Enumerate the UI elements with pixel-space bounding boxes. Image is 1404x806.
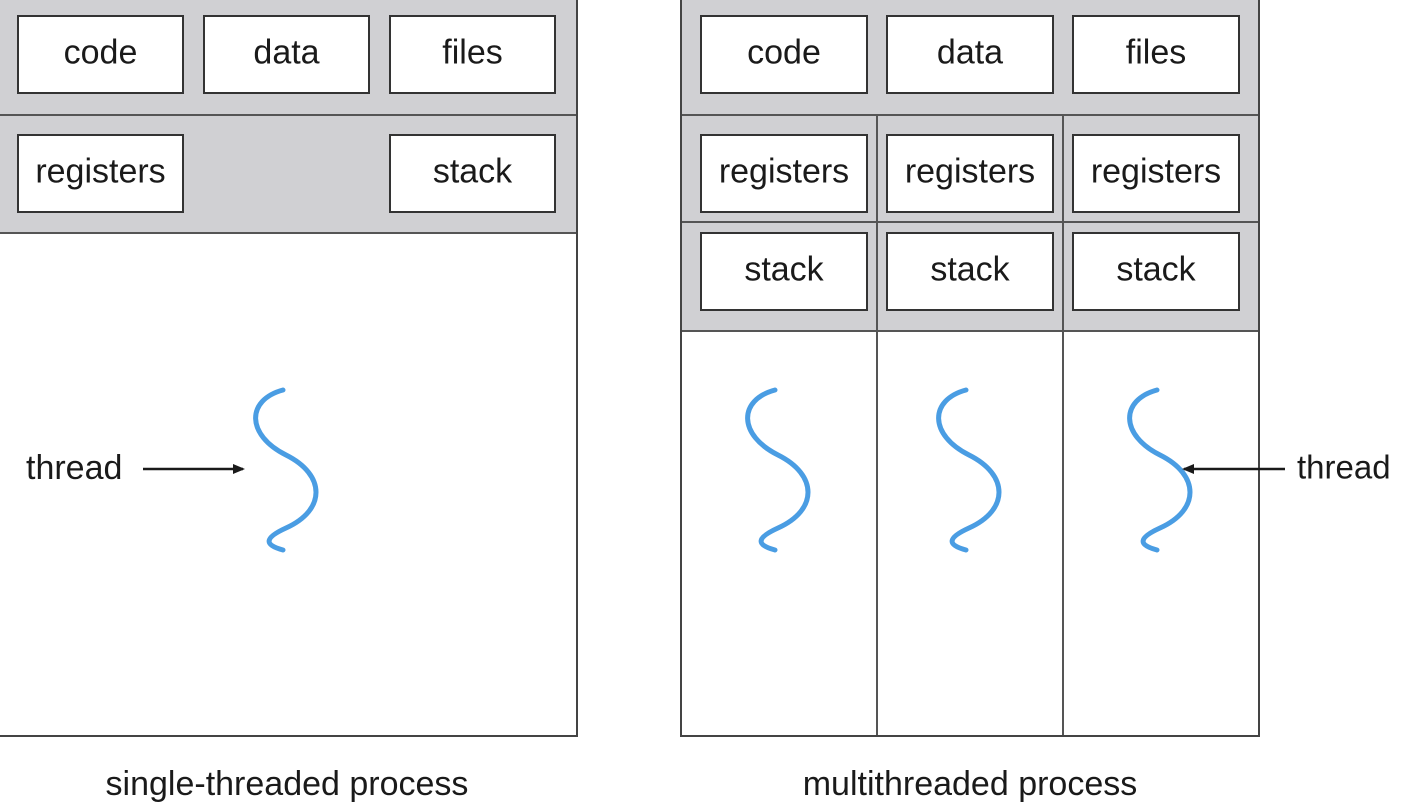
single-data-label: data: [253, 33, 319, 71]
multi-thread-3-stack-label: stack: [1116, 250, 1196, 288]
thread-squiggle-icon: [745, 387, 811, 553]
single-registers-label: registers: [35, 152, 165, 190]
single-caption: single-threaded process: [106, 765, 469, 803]
single-files-label: files: [442, 33, 502, 71]
multi-thread-2-registers-label: registers: [905, 152, 1035, 190]
single-files-box: files: [389, 15, 556, 94]
multi-thread-3-stack-box: stack: [1072, 232, 1240, 311]
multi-process-outline: [680, 0, 1260, 737]
multi-thread-1-registers-label: registers: [719, 152, 849, 190]
multi-thread-1-registers-box: registers: [700, 134, 868, 213]
thread-squiggle-icon: [1127, 387, 1193, 553]
multi-thread-1-stack-box: stack: [700, 232, 868, 311]
single-stack-label: stack: [433, 152, 513, 190]
single-code-box: code: [17, 15, 184, 94]
single-stack-box: stack: [389, 134, 556, 213]
multi-thread-3-registers-label: registers: [1091, 152, 1221, 190]
single-data-box: data: [203, 15, 370, 94]
multi-thread-2-stack-box: stack: [886, 232, 1054, 311]
single-code-label: code: [64, 33, 138, 71]
thread-squiggle-icon: [936, 387, 1002, 553]
thread-squiggle-icon: [253, 387, 319, 553]
single-thread-label: thread: [26, 449, 122, 487]
multi-thread-1-stack-label: stack: [744, 250, 824, 288]
multi-caption: multithreaded process: [803, 765, 1138, 803]
multi-thread-3-registers-box: registers: [1072, 134, 1240, 213]
multi-files-label: files: [1126, 33, 1186, 71]
single-threaded-process: code data files registers stack thread s…: [0, 0, 578, 803]
multi-thread-2-registers-box: registers: [886, 134, 1054, 213]
multi-code-box: code: [700, 15, 868, 94]
multi-data-box: data: [886, 15, 1054, 94]
multithreaded-process: code data files registers stack register…: [680, 0, 1391, 803]
multi-code-label: code: [747, 33, 821, 71]
single-registers-box: registers: [17, 134, 184, 213]
single-process-outline: [0, 0, 578, 737]
multi-thread-label: thread: [1297, 449, 1391, 486]
multi-thread-2-stack-label: stack: [930, 250, 1010, 288]
multi-data-label: data: [937, 33, 1003, 71]
multi-files-box: files: [1072, 15, 1240, 94]
